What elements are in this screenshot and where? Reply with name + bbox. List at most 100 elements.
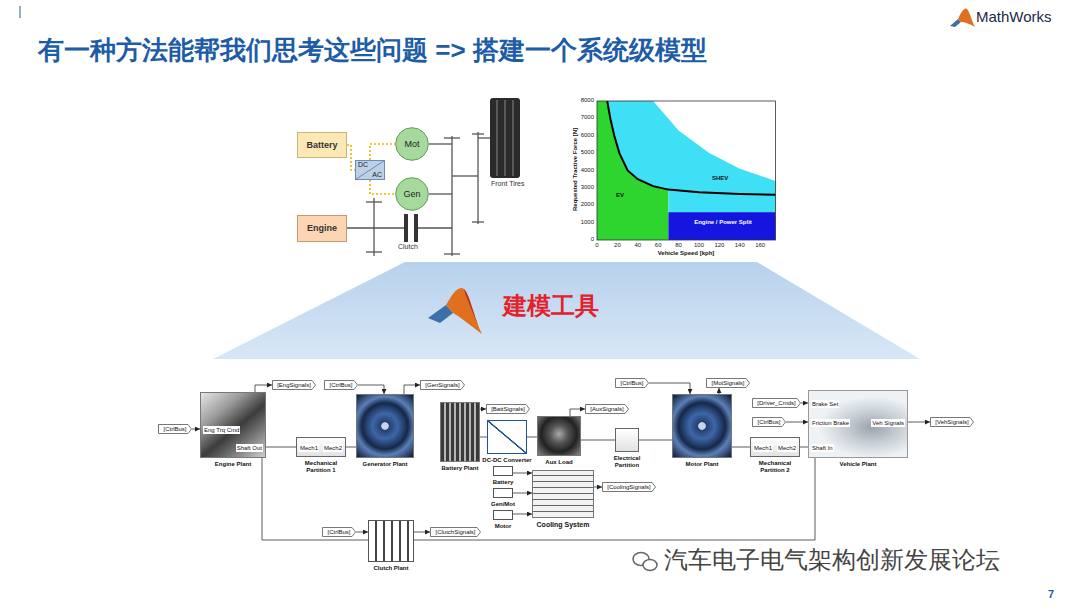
goto-tag: [EngSignals] <box>272 380 316 390</box>
shape-outline <box>586 405 629 414</box>
from-tag: [CtrlBus] <box>615 378 649 388</box>
port-name: Shaft In <box>811 444 834 452</box>
text-holder: [ClutchSignals] <box>430 527 481 537</box>
drivetrain-linkage <box>451 136 452 256</box>
text-holder: [BattSignals] <box>486 404 530 414</box>
block-name: Battery Plant <box>441 465 478 472</box>
axis-tick: 140 <box>725 242 755 249</box>
port-name: Brake Set <box>811 400 839 408</box>
tool-funnel <box>213 262 920 359</box>
clutch-plates <box>404 214 408 242</box>
wechat-icon <box>643 560 657 571</box>
node-text: [VehSignals] <box>935 419 968 426</box>
text-holder: Gen <box>395 177 429 211</box>
drivetrain-linkage <box>477 132 478 224</box>
node-text: [CtrlBus] <box>757 419 780 426</box>
transfer-block: Motor <box>493 510 513 520</box>
tire-icon <box>505 100 506 176</box>
node-text: [GenSignals] <box>425 382 459 389</box>
tire-icon <box>497 100 498 176</box>
node-text: [BattSignals] <box>491 406 525 413</box>
signal-line <box>639 440 672 441</box>
partition-block: Electrical Partition <box>615 428 639 452</box>
shape-outline <box>356 161 385 180</box>
text-holder: [EngSignals] <box>272 380 316 390</box>
node-text: Mot <box>404 139 419 149</box>
header-rule <box>20 6 21 18</box>
shape-outline <box>298 133 347 158</box>
block-name: Motor Plant <box>686 461 719 468</box>
drivetrain-linkage <box>366 201 382 202</box>
node-text: Engine <box>307 223 337 233</box>
divider-line <box>356 161 385 180</box>
axis-tick: 100 <box>684 242 714 249</box>
block-name: Gen/Mot <box>491 501 515 508</box>
generator-circle: Gen <box>395 177 429 211</box>
signal-line <box>414 458 815 540</box>
node-text: [Driver_Cmds] <box>757 400 795 407</box>
block-name: Battery <box>493 479 514 486</box>
shape-outline <box>273 381 316 390</box>
generator-block: Generator Plant <box>356 394 414 458</box>
shape-outline <box>707 379 750 388</box>
signal-line <box>732 447 750 448</box>
node-text: [CtrlBus] <box>327 529 350 536</box>
text-holder: [GenSignals] <box>420 380 465 390</box>
port-name: Eng Trq Cmd <box>203 426 240 434</box>
drivetrain-linkage <box>444 137 460 138</box>
block-name: Aux Load <box>545 459 572 466</box>
port-name: Mech1 <box>753 444 773 452</box>
goto-tag: [BattSignals] <box>486 404 530 414</box>
drivetrain-linkage <box>429 143 452 144</box>
shape-outline <box>753 418 786 427</box>
text-holder: [AuxSignals] <box>585 404 629 414</box>
port-name: Mech2 <box>777 444 797 452</box>
axis-tick: 60 <box>643 242 673 249</box>
signal-line <box>649 383 690 394</box>
shape-outline <box>603 483 656 492</box>
axis-tick: 20 <box>602 242 632 249</box>
battery-block: Battery Plant <box>440 402 480 462</box>
drivetrain-linkage <box>478 137 490 138</box>
node-text: [AuxSignals] <box>590 406 623 413</box>
header-rule <box>20 6 935 18</box>
tool-funnel <box>213 262 920 359</box>
block-name: Mechanical Partition 1 <box>295 460 347 474</box>
shape-outline <box>323 528 356 537</box>
block-name: Cooling System <box>537 521 590 529</box>
node-text: DC <box>358 161 368 169</box>
text-holder: Battery <box>297 132 347 158</box>
part-label: Clutch <box>398 243 418 251</box>
block-name: Clutch Plant <box>373 565 408 572</box>
signal-line <box>594 487 602 488</box>
operating-region-chart <box>597 101 776 240</box>
partition-block: Mech1Mech2Mechanical Partition 2 <box>750 437 800 457</box>
signal-line <box>480 437 487 438</box>
shape-outline <box>931 418 974 427</box>
drivetrain-linkage <box>429 193 452 194</box>
drivetrain-linkage <box>472 133 484 134</box>
node-text: [CtrlBus] <box>620 380 643 387</box>
text-holder: Engine <box>297 215 347 242</box>
signal-line <box>262 458 368 540</box>
goto-tag: [MotSignals] <box>706 378 750 388</box>
matlab-logo <box>446 288 482 334</box>
node-text: [CtrlBus] <box>329 382 352 389</box>
signal-line <box>266 447 296 448</box>
port-name: Veh Signals <box>871 419 905 427</box>
text-holder: Mot <box>395 127 429 161</box>
header-rule <box>20 17 935 18</box>
signal-line <box>800 447 808 448</box>
block-name: Motor <box>495 523 512 530</box>
motor-circle: Mot <box>395 127 429 161</box>
power-link <box>370 180 395 194</box>
inverter-box: DCAC <box>355 160 385 180</box>
shape-outline <box>325 381 358 390</box>
text-holder: [MotSignals] <box>706 378 750 388</box>
brand-logo <box>958 9 975 27</box>
power-link <box>370 144 395 160</box>
port-name: Friction Brake <box>811 419 850 427</box>
block-name: DC-DC Converter <box>482 457 531 464</box>
